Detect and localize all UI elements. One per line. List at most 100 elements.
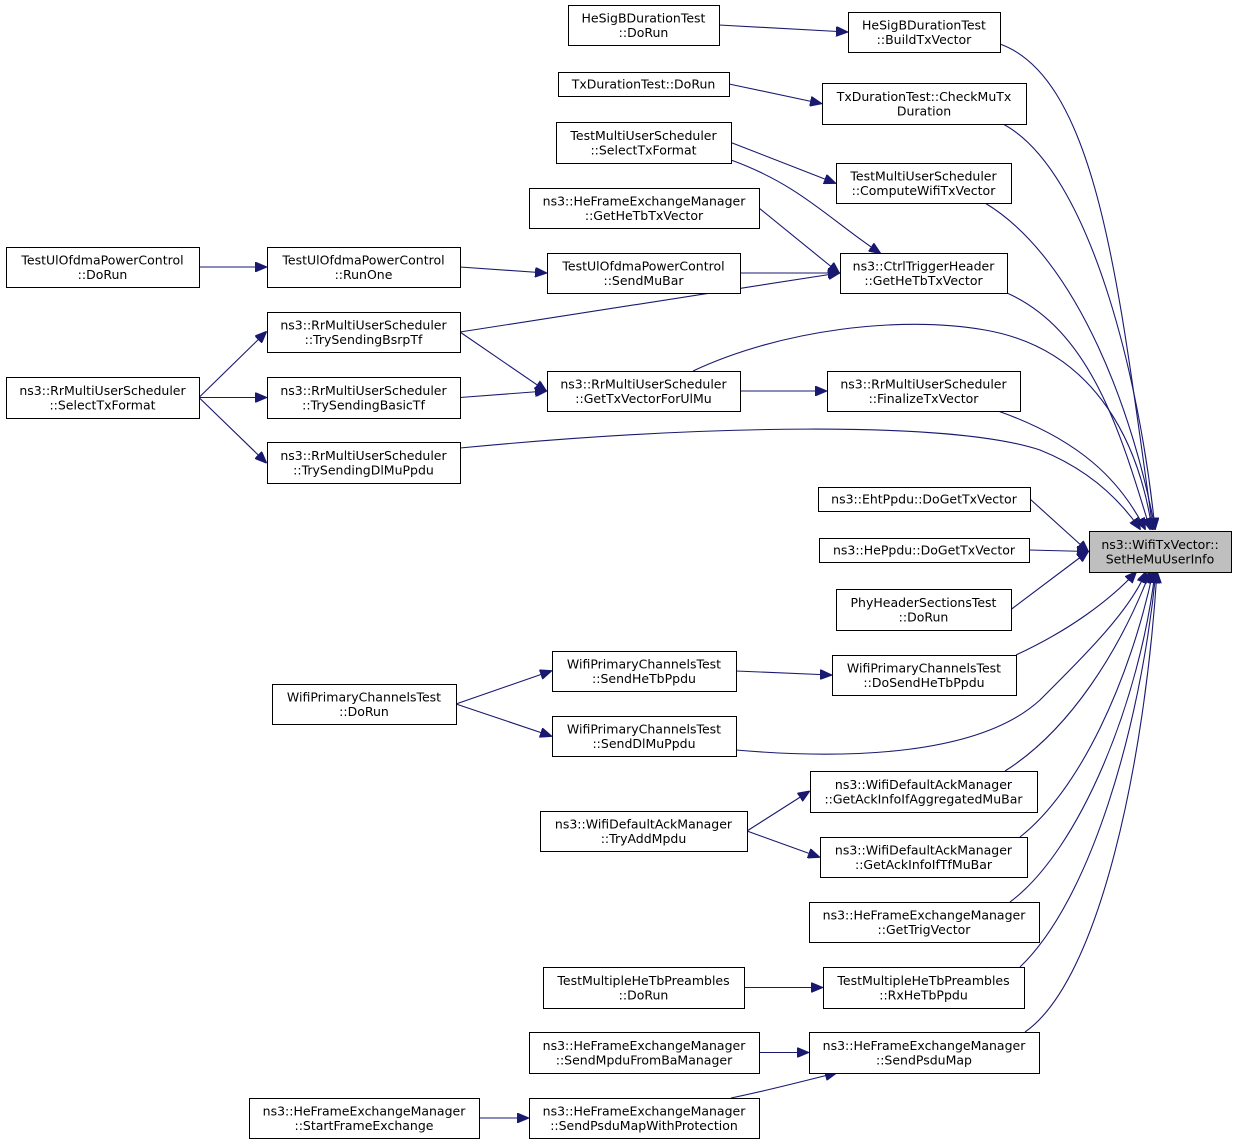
caller-node-n14[interactable]: ns3::WifiDefaultAckManager::GetAckInfoIf… bbox=[810, 771, 1038, 813]
node-label-line: ::DoRun bbox=[339, 704, 389, 719]
node-label-line: ns3::HeFrameExchangeManager bbox=[543, 193, 747, 208]
caller-node-n14a[interactable]: ns3::WifiDefaultAckManager::TryAddMpdu bbox=[540, 811, 748, 852]
edge-arrow bbox=[746, 792, 809, 832]
caller-node-n7[interactable]: ns3::RrMultiUserScheduler::TrySendingBas… bbox=[267, 377, 461, 419]
node-label-line: WifiPrimaryChannelsTest bbox=[847, 660, 1001, 675]
caller-node-n6f[interactable]: ns3::RrMultiUserScheduler::FinalizeTxVec… bbox=[827, 371, 1021, 412]
edge-arrow bbox=[758, 207, 839, 273]
node-label-line: HeSigBDurationTest bbox=[862, 17, 986, 32]
node-label-line: ns3::RrMultiUserScheduler bbox=[19, 383, 186, 398]
node-label-line: TestMultipleHeTbPreambles bbox=[556, 973, 729, 988]
caller-node-n2a[interactable]: TxDurationTest::DoRun bbox=[558, 72, 730, 97]
caller-node-n16[interactable]: ns3::HeFrameExchangeManager::GetTrigVect… bbox=[809, 902, 1040, 943]
node-label-line: ns3::HePpdu::DoGetTxVector bbox=[833, 543, 1016, 558]
node-box bbox=[836, 163, 1012, 204]
node-label-line: ::RxHeTbPpdu bbox=[879, 987, 968, 1002]
node-box bbox=[529, 1032, 760, 1074]
node-label-line: ::SendPsduMap bbox=[876, 1052, 972, 1067]
caller-node-n10[interactable]: ns3::HePpdu::DoGetTxVector bbox=[819, 538, 1030, 563]
node-label-line: ::FinalizeTxVector bbox=[869, 391, 980, 406]
caller-node-n4b2[interactable]: TestUlOfdmaPowerControl::DoRun bbox=[6, 247, 200, 288]
node-label-line: TestUlOfdmaPowerControl bbox=[561, 258, 724, 273]
node-label-line: ::DoSendHeTbPpdu bbox=[863, 675, 984, 690]
node-label-line: ::TrySendingBsrpTf bbox=[305, 332, 423, 347]
edge-n5s-to-n5 bbox=[198, 332, 266, 398]
edge-n5-to-n6 bbox=[459, 331, 546, 391]
node-box bbox=[529, 1098, 760, 1139]
caller-node-n4b1[interactable]: TestUlOfdmaPowerControl::RunOne bbox=[267, 247, 461, 288]
caller-node-n18[interactable]: ns3::HeFrameExchangeManager::SendPsduMap bbox=[809, 1032, 1040, 1074]
edge-n4a-to-n4 bbox=[758, 207, 839, 273]
node-label-line: ::DoRun bbox=[619, 25, 669, 40]
caller-node-n12[interactable]: WifiPrimaryChannelsTest::DoSendHeTbPpdu bbox=[832, 655, 1017, 696]
node-box bbox=[6, 377, 200, 419]
edge-arrow bbox=[198, 397, 266, 463]
caller-node-n17[interactable]: TestMultipleHeTbPreambles::RxHeTbPpdu bbox=[823, 967, 1025, 1009]
node-label-line: WifiPrimaryChannelsTest bbox=[287, 689, 441, 704]
edge-arrow bbox=[984, 202, 1155, 529]
caller-node-n4[interactable]: ns3::CtrlTriggerHeader::GetHeTbTxVector bbox=[840, 253, 1008, 294]
node-box bbox=[568, 5, 720, 46]
node-label-line: TestUlOfdmaPowerControl bbox=[20, 252, 183, 267]
caller-node-n3[interactable]: TestMultiUserScheduler::ComputeWifiTxVec… bbox=[836, 163, 1012, 204]
caller-node-n1a[interactable]: HeSigBDurationTest::DoRun bbox=[568, 5, 720, 46]
caller-node-n18a[interactable]: ns3::HeFrameExchangeManager::SendMpduFro… bbox=[529, 1032, 760, 1074]
node-label-line: ns3::RrMultiUserScheduler bbox=[280, 383, 447, 398]
caller-node-n9[interactable]: ns3::EhtPpdu::DoGetTxVector bbox=[818, 487, 1031, 512]
node-label-line: ::DoRun bbox=[78, 267, 128, 282]
caller-node-n12r[interactable]: WifiPrimaryChannelsTest::DoRun bbox=[272, 684, 457, 725]
node-box bbox=[822, 83, 1027, 125]
node-label-line: WifiPrimaryChannelsTest bbox=[567, 656, 721, 671]
node-label-line: ::SelectTxFormat bbox=[49, 397, 155, 412]
node-box bbox=[832, 655, 1017, 696]
node-label-line: ns3::HeFrameExchangeManager bbox=[823, 907, 1027, 922]
caller-node-n11[interactable]: PhyHeaderSectionsTest::DoRun bbox=[836, 589, 1012, 631]
caller-node-n12a[interactable]: WifiPrimaryChannelsTest::SendHeTbPpdu bbox=[552, 651, 737, 692]
node-box bbox=[820, 837, 1028, 878]
node-label-line: ns3::RrMultiUserScheduler bbox=[840, 376, 1007, 391]
edge-arrow bbox=[459, 331, 546, 391]
node-box bbox=[809, 902, 1040, 943]
node-box bbox=[552, 651, 737, 692]
node-box bbox=[848, 12, 1001, 53]
node-box bbox=[810, 771, 1038, 813]
node-label-line: TestMultiUserScheduler bbox=[849, 168, 997, 183]
node-label-line: HeSigBDurationTest bbox=[582, 10, 706, 25]
edge-n16-to-root bbox=[1009, 572, 1155, 903]
node-box bbox=[543, 967, 745, 1009]
edge-arrow bbox=[1029, 498, 1088, 552]
node-box bbox=[823, 967, 1025, 1009]
caller-node-n8[interactable]: ns3::RrMultiUserScheduler::TrySendingDlM… bbox=[267, 442, 461, 484]
caller-node-n17a[interactable]: TestMultipleHeTbPreambles::DoRun bbox=[543, 967, 745, 1009]
caller-node-n4b[interactable]: TestUlOfdmaPowerControl::SendMuBar bbox=[547, 253, 741, 294]
caller-node-n6[interactable]: ns3::RrMultiUserScheduler::GetTxVectorFo… bbox=[547, 371, 741, 412]
edge-arrow bbox=[455, 671, 551, 705]
edge-arrow bbox=[728, 83, 821, 104]
caller-node-n3a[interactable]: TestMultiUserScheduler::SelectTxFormat bbox=[556, 122, 732, 164]
node-box bbox=[1089, 531, 1232, 573]
caller-node-n13[interactable]: WifiPrimaryChannelsTest::SendDlMuPpdu bbox=[552, 716, 737, 757]
node-label-line: ::SendDlMuPpdu bbox=[592, 736, 695, 751]
root-function-node[interactable]: ns3::WifiTxVector::SetHeMuUserInfo bbox=[1089, 531, 1232, 573]
node-label-line: ::StartFrameExchange bbox=[295, 1118, 434, 1133]
caller-node-n18b1[interactable]: ns3::HeFrameExchangeManager::StartFrameE… bbox=[249, 1098, 480, 1139]
caller-node-n18b[interactable]: ns3::HeFrameExchangeManager::SendPsduMap… bbox=[529, 1098, 760, 1139]
caller-node-n4a[interactable]: ns3::HeFrameExchangeManager::GetHeTbTxVe… bbox=[529, 188, 760, 229]
caller-node-n15[interactable]: ns3::WifiDefaultAckManager::GetAckInfoIf… bbox=[820, 837, 1028, 878]
edge-n3-to-root bbox=[984, 202, 1155, 529]
caller-node-n5[interactable]: ns3::RrMultiUserScheduler::TrySendingBsr… bbox=[267, 312, 461, 353]
edge-arrow bbox=[735, 572, 1146, 755]
edge-arrow bbox=[735, 671, 831, 675]
edge-n4b1-to-n4b bbox=[459, 266, 546, 273]
caller-node-n5s[interactable]: ns3::RrMultiUserScheduler::SelectTxForma… bbox=[6, 377, 200, 419]
node-label-line: ::SendHeTbPpdu bbox=[592, 671, 696, 686]
edge-n15-to-root bbox=[1019, 572, 1153, 838]
edge-n6f-to-root bbox=[997, 410, 1145, 529]
edge-n2a-to-n2 bbox=[728, 83, 821, 104]
edge-arrow bbox=[1024, 572, 1157, 1033]
edge-arrow bbox=[1019, 572, 1156, 968]
caller-node-n1[interactable]: HeSigBDurationTest::BuildTxVector bbox=[848, 12, 1001, 53]
edge-arrow bbox=[997, 410, 1145, 529]
